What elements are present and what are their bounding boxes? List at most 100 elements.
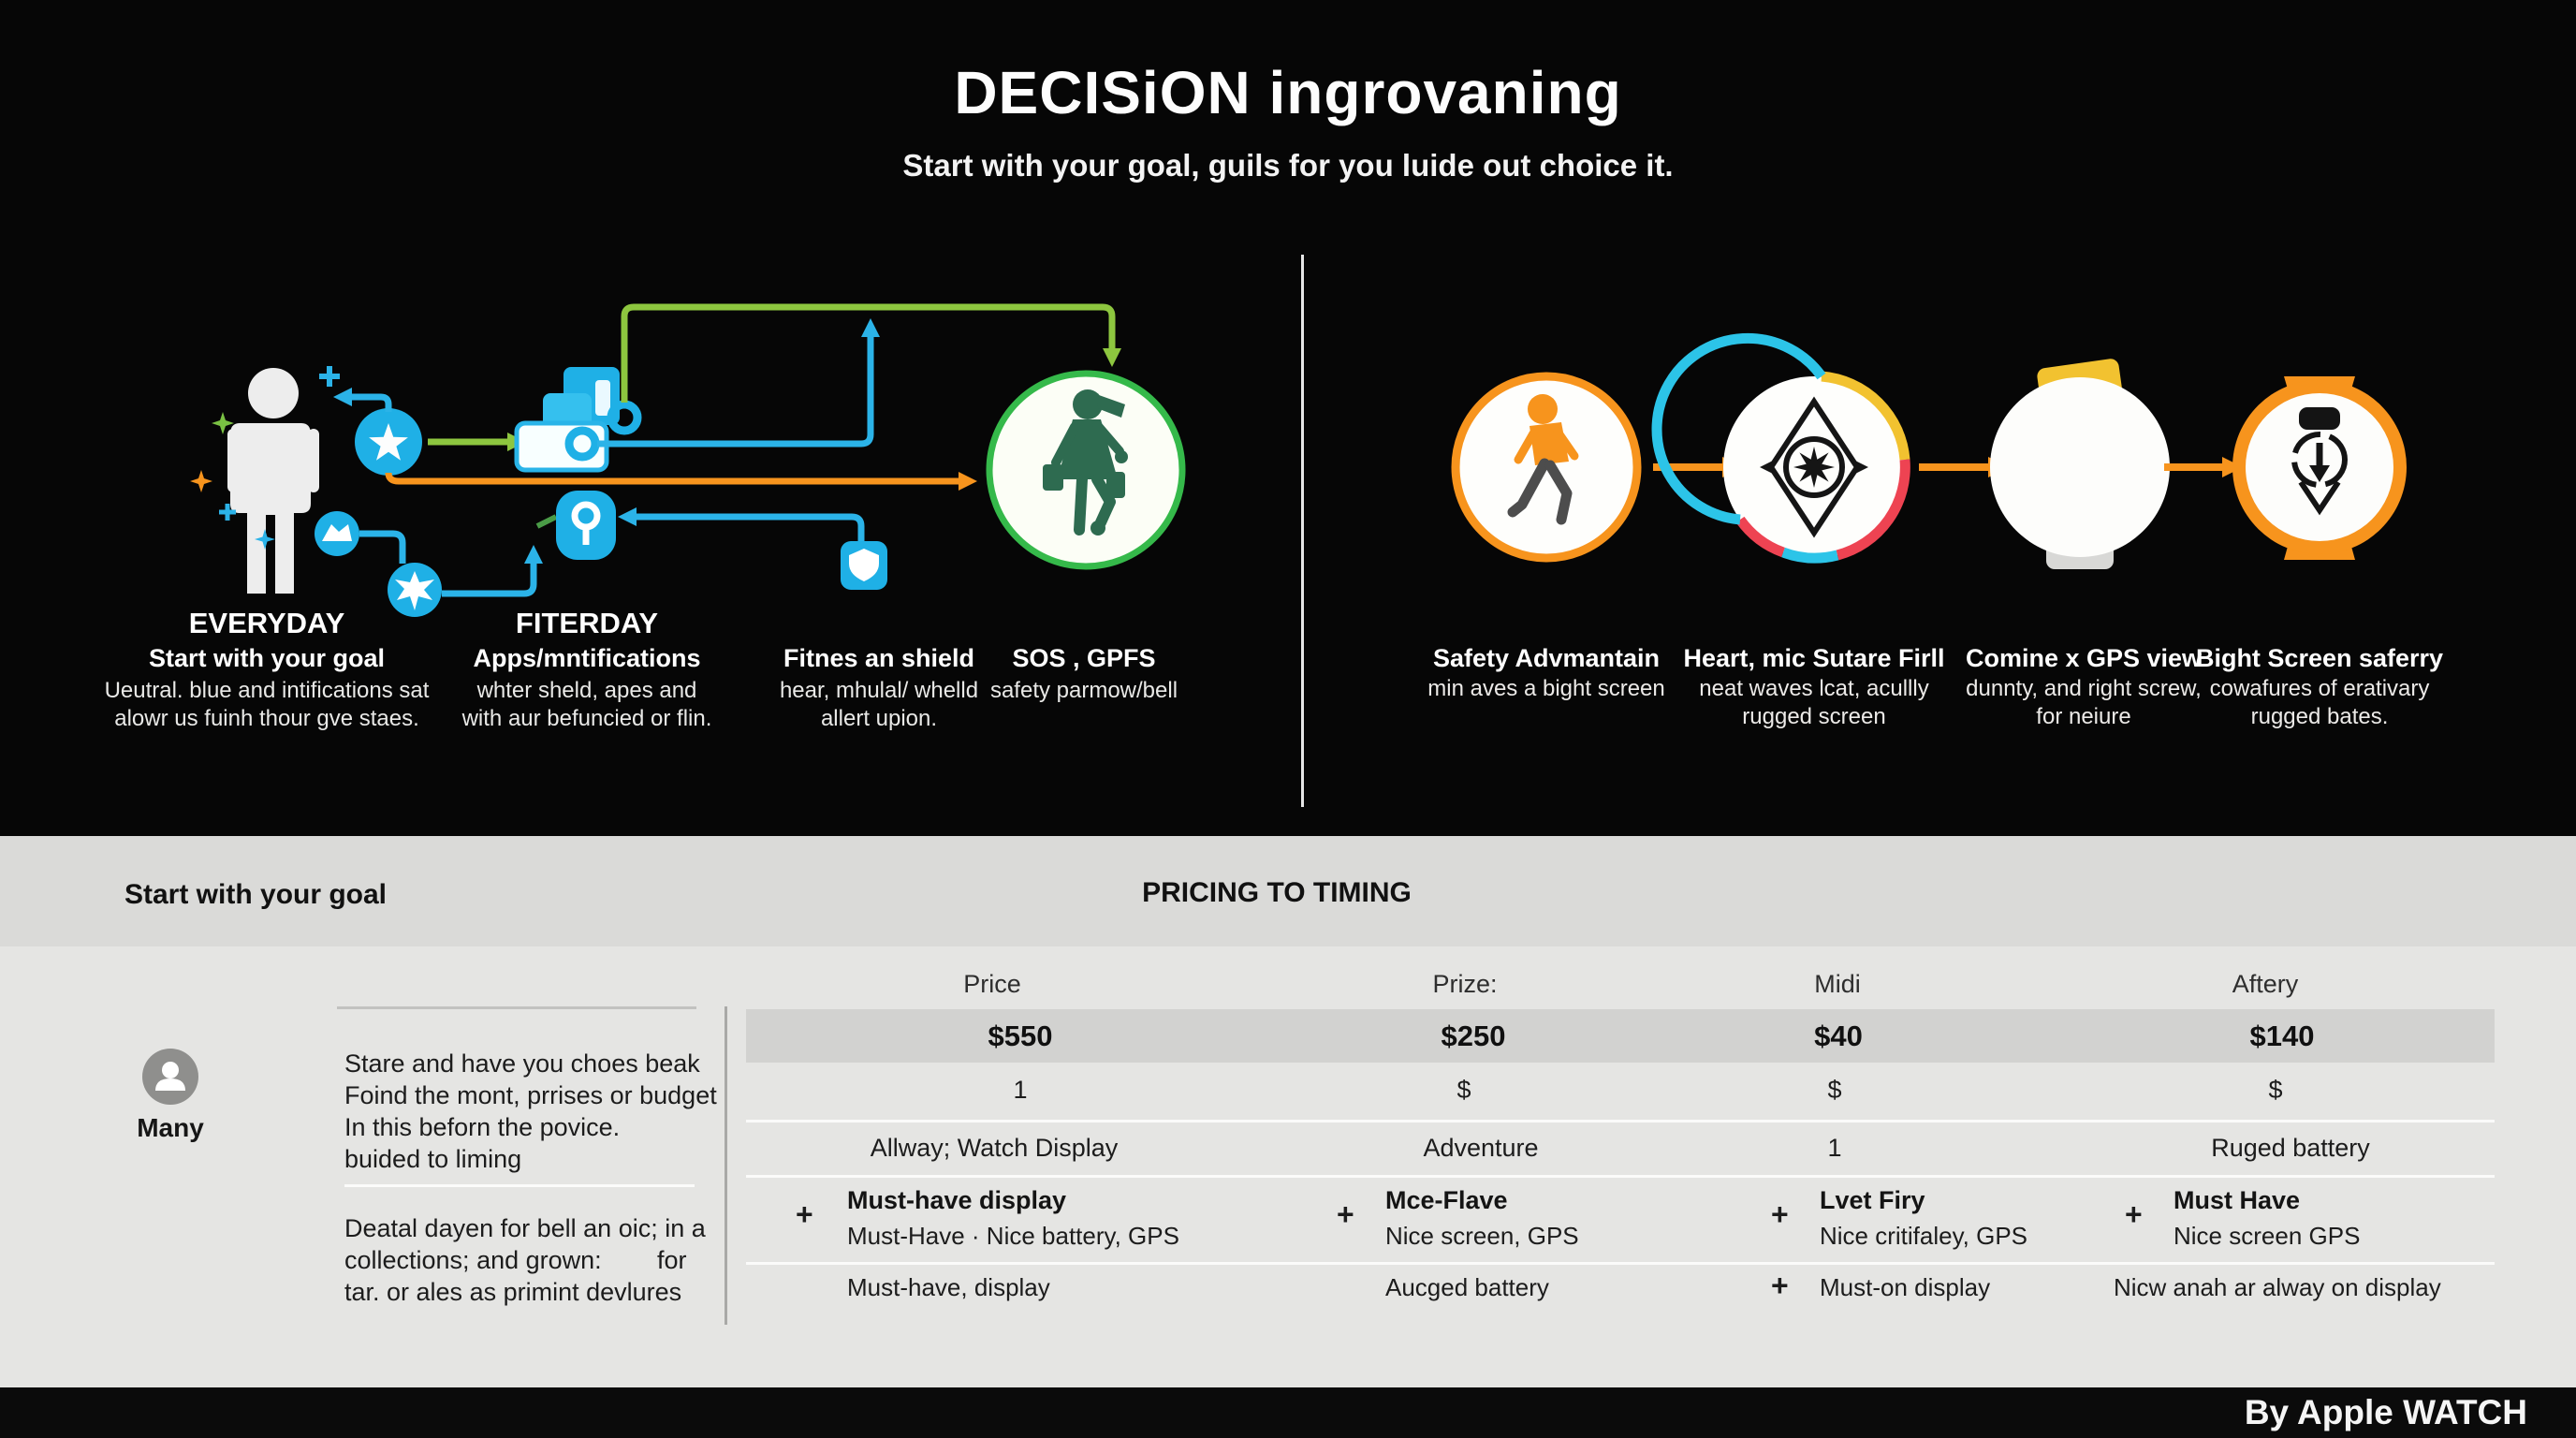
symbol-cell: $ bbox=[1827, 1076, 1842, 1104]
credit-text: By Apple WATCH bbox=[2244, 1393, 2527, 1431]
line-shield-to-search bbox=[618, 507, 865, 541]
watch-step-heading: Heart, mic Sutare Firll bbox=[1683, 644, 1945, 672]
compass-circle-icon bbox=[1651, 332, 1910, 564]
arrow-star-to-apps bbox=[428, 433, 526, 451]
sparkle-icons bbox=[190, 366, 340, 550]
symbol-cell: $ bbox=[1456, 1076, 1471, 1104]
flow-step-name: FITERDAY bbox=[515, 607, 659, 639]
flow-step-heading: Fitnes an shield bbox=[783, 644, 975, 672]
flow-step-line: safety parmow/bell bbox=[989, 678, 1178, 703]
watch-step-line: min aves a bight screen bbox=[1427, 676, 1665, 701]
must-line2: Must-Have · Nice battery, GPS bbox=[847, 1222, 1179, 1250]
note-line: Foind the mont, prrises or budget bbox=[344, 1081, 717, 1109]
note-line: collections; and grown: bbox=[344, 1246, 602, 1274]
footer-bar: By Apple WATCH bbox=[0, 1387, 2576, 1438]
blue-route-up bbox=[597, 318, 880, 448]
watch-step-line: for neiure bbox=[2036, 704, 2131, 729]
note-line: Deatal dayen for bell an oic; in a bbox=[344, 1214, 706, 1242]
note-line: In this beforn the povice. bbox=[344, 1113, 621, 1141]
price-value: $250 bbox=[1441, 1020, 1506, 1052]
connector-ring-top bbox=[607, 400, 642, 435]
page-subtitle: Start with your goal, guils for you luid… bbox=[902, 148, 1674, 183]
column-header: Price bbox=[963, 970, 1021, 998]
column-header: Aftery bbox=[2232, 970, 2299, 998]
watch-step-line: neat waves lcat, acullly bbox=[1699, 676, 1929, 701]
table-rule bbox=[746, 1175, 2495, 1178]
shield-icon bbox=[841, 541, 887, 590]
notes-divider bbox=[344, 1184, 695, 1187]
feature-cell: Ruged battery bbox=[2211, 1134, 2370, 1162]
notes-top-rule bbox=[337, 1006, 696, 1009]
watch-step-line: rugged bates. bbox=[2250, 704, 2389, 729]
must-line1: Lvet Firy bbox=[1820, 1186, 1925, 1214]
user-person-icon bbox=[227, 368, 319, 594]
line-bird-splat bbox=[359, 530, 406, 564]
last-row-cell: Must-on display bbox=[1820, 1273, 1991, 1301]
table-rule bbox=[746, 1120, 2495, 1123]
plus-mark: + bbox=[1771, 1197, 1789, 1231]
note-line: buided to liming bbox=[344, 1145, 522, 1173]
section-divider bbox=[1301, 255, 1304, 807]
flow-step-fiterday: FITERDAY Apps/mntifications whter sheld,… bbox=[372, 607, 802, 756]
symbol-cell: $ bbox=[2268, 1076, 2283, 1104]
flow-step-line: hear, mhulal/ whelld bbox=[779, 678, 979, 703]
must-line2: Nice critifaley, GPS bbox=[1820, 1222, 2028, 1250]
plus-mark: + bbox=[2125, 1197, 2143, 1231]
green-route bbox=[621, 303, 1121, 403]
last-row-cell: Must-have, display bbox=[847, 1273, 1050, 1301]
table-rule bbox=[746, 1262, 2495, 1265]
column-header: Prize: bbox=[1432, 970, 1498, 998]
pricing-section: Start with your goal PRICING TO TIMING M… bbox=[0, 836, 2576, 1387]
green-nub bbox=[535, 514, 558, 529]
avatar bbox=[142, 1049, 198, 1105]
price-value: $140 bbox=[2249, 1020, 2315, 1052]
flow-step-heading: Apps/mntifications bbox=[473, 644, 701, 672]
feature-cell: 1 bbox=[1827, 1134, 1842, 1162]
orange-watch-gps-icon bbox=[2232, 376, 2407, 560]
flow-step-sos: SOS , GPFS safety parmow/bell bbox=[869, 607, 1299, 756]
column-header: Midi bbox=[1814, 970, 1861, 998]
flow-step-heading: Start with your goal bbox=[148, 644, 386, 672]
plus-mark: + bbox=[1771, 1269, 1789, 1302]
watch-step-line: dunnty, and right screw, bbox=[1966, 676, 2202, 701]
note-line: tar. or ales as primint devlures bbox=[344, 1278, 682, 1306]
flow-step-line: alowr us fuinh thour gve staes. bbox=[114, 706, 419, 731]
note-line: for bbox=[657, 1246, 687, 1274]
sos-runner-icon bbox=[986, 370, 1186, 570]
walking-man-circle-icon bbox=[1451, 372, 1642, 563]
splat-node-icon bbox=[388, 563, 442, 617]
must-line2: Nice screen GPS bbox=[2174, 1222, 2361, 1250]
flow-step-line: allert upion. bbox=[820, 706, 938, 731]
notes-vertical-divider bbox=[724, 1006, 727, 1325]
pricing-left-heading: Start with your goal bbox=[124, 879, 388, 910]
connector-ring-bottom bbox=[564, 426, 600, 462]
flow-step-fitness: Fitnes an shield hear, mhulal/ whelld al… bbox=[664, 607, 1094, 756]
arrow-to-person bbox=[333, 388, 392, 412]
flow-step-heading: SOS , GPFS bbox=[1012, 644, 1156, 672]
flow-step-line: whter sheld, apes and bbox=[476, 678, 697, 703]
must-line1: Must Have bbox=[2174, 1186, 2301, 1214]
flow-step-line: with aur befuncied or flin. bbox=[461, 706, 712, 731]
pricing-header-strip bbox=[0, 836, 2576, 946]
page-title: DECISiON ingrovaning bbox=[954, 59, 1622, 126]
watch-step-line: rugged screen bbox=[1742, 704, 1886, 729]
pricing-section-heading: PRICING TO TIMING bbox=[1142, 877, 1412, 908]
flow-step-name: EVERYDAY bbox=[188, 607, 345, 639]
must-line1: Must-have display bbox=[847, 1186, 1067, 1214]
last-row-cell: Nicw anah ar alway on display bbox=[2114, 1273, 2441, 1301]
watch-step-line: cowafures of erativary bbox=[2209, 676, 2430, 701]
watch-step-heading: Comine x GPS view bbox=[1965, 644, 2203, 672]
feature-cell: Allway; Watch Display bbox=[870, 1134, 1119, 1162]
search-icon bbox=[556, 491, 616, 560]
arrow-step-3 bbox=[2164, 457, 2243, 477]
feature-cell: Adventure bbox=[1423, 1134, 1539, 1162]
symbol-cell: 1 bbox=[1013, 1076, 1028, 1104]
avatar-label: Many bbox=[137, 1113, 204, 1142]
plus-mark: + bbox=[796, 1197, 813, 1231]
bird-node-icon bbox=[315, 511, 359, 556]
flow-step-everyday: EVERYDAY Start with your goal Ueutral. b… bbox=[51, 607, 482, 756]
note-line: Stare and have you choes beak bbox=[344, 1049, 700, 1078]
watch-step-heading: Safety Advmantain bbox=[1432, 644, 1661, 672]
plus-mark: + bbox=[1337, 1197, 1354, 1231]
